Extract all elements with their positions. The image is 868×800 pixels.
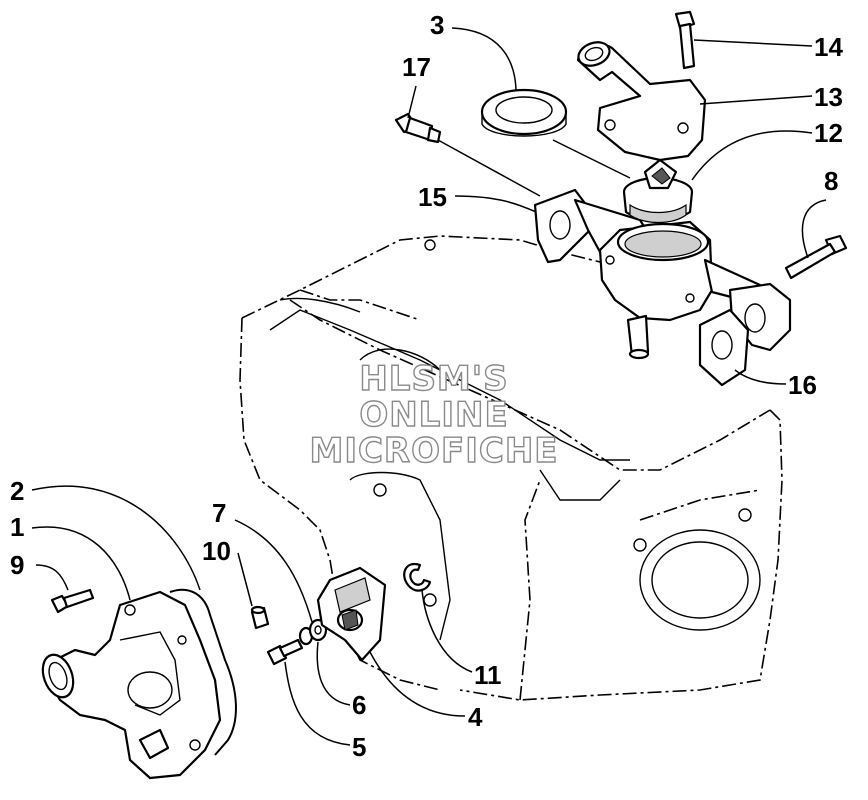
callout-17: 17: [402, 52, 431, 82]
callout-16: 16: [788, 370, 817, 400]
callout-12: 12: [814, 118, 843, 148]
snap-ring-11: [403, 562, 432, 592]
leader-lines: [31, 27, 827, 746]
callout-9: 9: [10, 550, 24, 580]
bolt-9: [50, 588, 95, 614]
gasket-16: [698, 308, 750, 387]
pump-gasket: [169, 588, 237, 756]
callout-5: 5: [352, 732, 366, 762]
dowel-pin-10: [250, 605, 270, 630]
impeller-4: [316, 566, 387, 662]
thermostat-12: [622, 158, 694, 224]
callout-14: 14: [814, 32, 843, 62]
callout-8: 8: [824, 166, 838, 196]
callout-2: 2: [10, 476, 24, 506]
seal-3: [480, 88, 568, 137]
water-pump-housing: [41, 590, 222, 780]
callout-3: 3: [430, 10, 444, 40]
callout-7: 7: [212, 498, 226, 528]
thermostat-cover-13: [576, 41, 707, 162]
watermark-line-2: ONLINE: [359, 395, 508, 435]
engine-block: [239, 235, 783, 701]
watermark: HLSM'S ONLINE MICROFICHE: [309, 358, 558, 471]
sensor-17: [394, 112, 442, 144]
callout-1: 1: [10, 512, 24, 542]
callout-numbers: 2 1 9 7 10 6 5 4 11 3 17 15 14 13 12 8 1…: [10, 10, 843, 762]
watermark-line-3: MICROFICHE: [309, 431, 558, 471]
callout-6: 6: [352, 690, 366, 720]
callout-10: 10: [202, 536, 231, 566]
watermark-line-1: HLSM'S: [359, 359, 508, 399]
bolt-14: [674, 10, 696, 70]
callout-15: 15: [418, 182, 447, 212]
bolt-5: [266, 638, 304, 666]
bolt-8: [784, 234, 848, 280]
callout-13: 13: [814, 82, 843, 112]
callout-4: 4: [468, 702, 483, 732]
callout-11: 11: [474, 660, 502, 690]
